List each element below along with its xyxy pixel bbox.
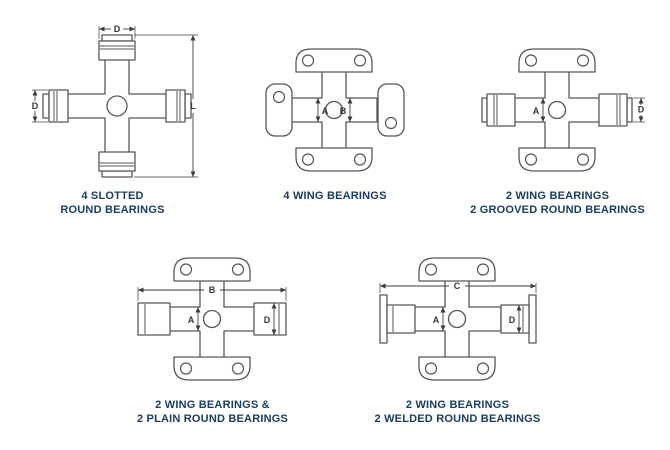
caption-line-2: 2 GROOVED ROUND BEARINGS bbox=[470, 204, 645, 216]
dimension-D: D bbox=[263, 303, 277, 335]
diagram-caption: 4 SLOTTED ROUND BEARINGS bbox=[60, 189, 164, 217]
slotted-round-bearings-drawing: D D L bbox=[31, 24, 198, 178]
dimension-A: A bbox=[315, 98, 329, 122]
plain-round-bearing-right bbox=[252, 302, 287, 336]
diagram-4-wing-bearings: A B 4 WING BEARINGS bbox=[233, 32, 438, 217]
caption-line-1: 4 SLOTTED bbox=[81, 190, 144, 202]
center-hub bbox=[447, 309, 466, 329]
wing-bearing-bottom bbox=[417, 356, 496, 381]
wing-welded-round-drawing: C A D bbox=[378, 257, 537, 381]
caption-line-1: 2 WING BEARINGS bbox=[405, 399, 510, 411]
diagram-2-wing-2-grooved-round: A D 2 WING BEARINGS 2 GROOVED ROUND BEAR… bbox=[455, 32, 660, 217]
dim-label-a: A bbox=[322, 106, 329, 116]
welded-round-bearing-left bbox=[378, 294, 416, 344]
dim-label-b: B bbox=[208, 285, 215, 295]
dimension-B: B bbox=[137, 285, 286, 301]
dimension-D-top: D bbox=[98, 24, 135, 39]
caption-line-2 bbox=[283, 203, 386, 217]
slotted-bearing-right bbox=[164, 89, 192, 123]
dimension-A: A bbox=[432, 307, 446, 331]
wing-bearing-top bbox=[417, 257, 496, 282]
caption-line-2: 2 PLAIN ROUND BEARINGS bbox=[136, 413, 289, 425]
dim-label-a: A bbox=[187, 315, 194, 325]
wing-bearing-top bbox=[172, 257, 251, 282]
dimension-C: C bbox=[379, 281, 536, 293]
dim-label-d-left: D bbox=[31, 101, 38, 111]
plain-round-bearing-left bbox=[136, 302, 171, 336]
wing-plain-round-drawing: B A D bbox=[136, 257, 287, 381]
caption-line-1: 4 WING BEARINGS bbox=[283, 190, 387, 202]
diagram-caption: 4 WING BEARINGS bbox=[283, 189, 386, 217]
wing-grooved-round-drawing: A D bbox=[480, 48, 645, 172]
four-wing-bearings-drawing: A B bbox=[265, 48, 405, 172]
caption-line-1: 2 WING BEARINGS & bbox=[155, 399, 270, 411]
wing-bearing-right bbox=[377, 83, 405, 137]
dim-label-b: B bbox=[340, 106, 347, 116]
caption-line-1: 2 WING BEARINGS bbox=[505, 190, 610, 202]
dim-label-a: A bbox=[432, 315, 439, 325]
diagram-2-wing-2-plain-round: B A D 2 WING BEARINGS & 2 PLAIN ROUND BE… bbox=[110, 241, 315, 426]
slotted-bearing-top bbox=[97, 34, 136, 61]
wing-bearing-bottom bbox=[517, 147, 596, 172]
slotted-bearing-bottom bbox=[97, 151, 136, 178]
dimension-D-left: D bbox=[31, 89, 48, 123]
caption-line-2: ROUND BEARINGS bbox=[60, 204, 165, 216]
slotted-bearing-left bbox=[41, 89, 69, 123]
wing-bearing-bottom bbox=[172, 356, 251, 381]
dim-label-c: C bbox=[453, 281, 460, 291]
wing-bearing-bottom bbox=[295, 147, 373, 172]
diagram-4-slotted-round-bearings: D D L 4 SLOTTED R bbox=[10, 14, 215, 217]
dimension-D: D bbox=[632, 97, 645, 123]
dim-label-l: L bbox=[190, 101, 196, 111]
grooved-round-bearing-left bbox=[480, 93, 516, 127]
grooved-round-bearing-right bbox=[597, 93, 633, 127]
diagram-caption: 2 WING BEARINGS 2 GROOVED ROUND BEARINGS bbox=[470, 189, 645, 217]
center-hub bbox=[547, 100, 566, 120]
dimension-A: A bbox=[187, 307, 201, 331]
dim-label-a: A bbox=[532, 106, 539, 116]
top-row: D D L 4 SLOTTED R bbox=[0, 0, 670, 217]
wing-bearing-top bbox=[295, 48, 373, 73]
wing-bearing-top bbox=[517, 48, 596, 73]
caption-line-2: 2 WELDED ROUND BEARINGS bbox=[374, 413, 541, 425]
dimension-L-right: L bbox=[133, 34, 198, 178]
center-hub bbox=[324, 100, 344, 120]
dim-label-d: D bbox=[263, 315, 270, 325]
center-hub bbox=[202, 309, 221, 329]
dimension-A: A bbox=[532, 98, 546, 122]
diagram-caption: 2 WING BEARINGS 2 WELDED ROUND BEARINGS bbox=[375, 398, 541, 426]
wing-bearing-left bbox=[265, 83, 293, 137]
diagram-caption: 2 WING BEARINGS & 2 PLAIN ROUND BEARINGS bbox=[137, 398, 288, 426]
dim-label-d: D bbox=[637, 105, 644, 115]
dimension-B: B bbox=[340, 98, 353, 122]
welded-round-bearing-right bbox=[499, 294, 537, 344]
dim-label-d: D bbox=[508, 315, 515, 325]
center-hub bbox=[105, 95, 128, 117]
dimension-D: D bbox=[508, 305, 522, 333]
dim-label-d-top: D bbox=[113, 24, 120, 34]
bottom-row: B A D 2 WING BEARINGS & 2 PLAIN ROUND BE… bbox=[0, 241, 670, 426]
diagram-2-wing-2-welded-round: C A D 2 WING BEARINGS 2 WELDED ROUND BEA… bbox=[355, 241, 560, 426]
